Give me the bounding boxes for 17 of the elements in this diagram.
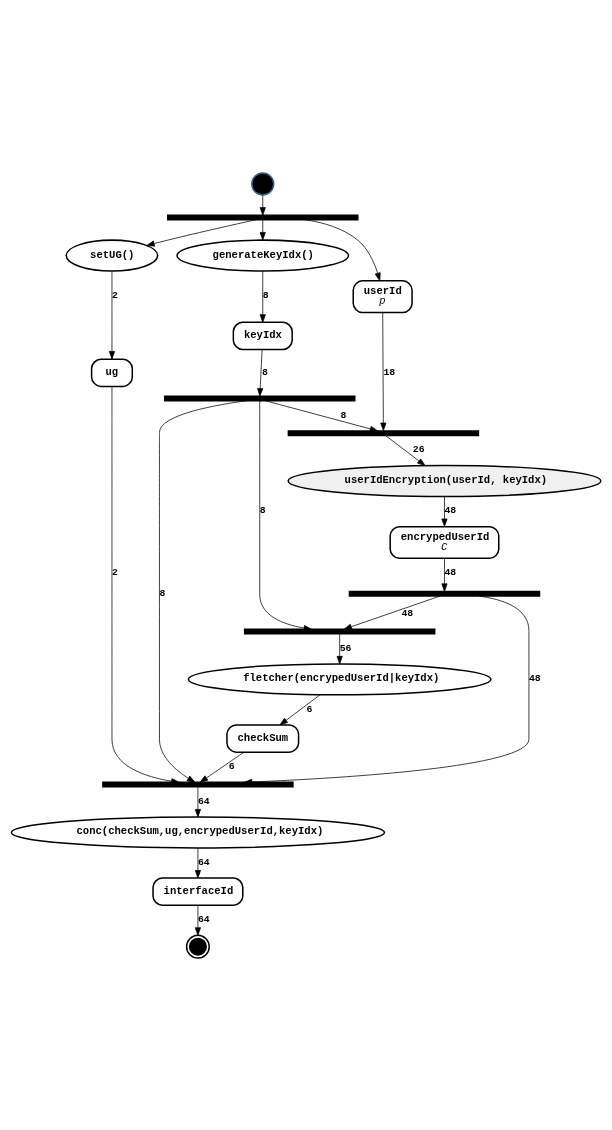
edge-label: 2	[111, 289, 118, 301]
edge-label: 18	[383, 366, 396, 378]
edge-label: 48	[528, 672, 541, 684]
edge-label: 26	[412, 443, 425, 455]
edge-label: 8	[159, 587, 166, 599]
edge-label: 64	[197, 856, 210, 868]
edge-label: 48	[401, 607, 414, 619]
edge-label: 2	[111, 566, 118, 578]
edge-label: 56	[339, 642, 352, 654]
edge-label: 64	[197, 913, 210, 925]
edge-label: 8	[262, 366, 268, 378]
edge-label: 6	[306, 703, 313, 715]
edge-label: 8	[259, 504, 266, 516]
edge-label: 8	[340, 409, 347, 421]
edge-label: 8	[262, 289, 269, 301]
edge-label: 6	[228, 760, 235, 772]
edge-label: 64	[197, 795, 210, 807]
